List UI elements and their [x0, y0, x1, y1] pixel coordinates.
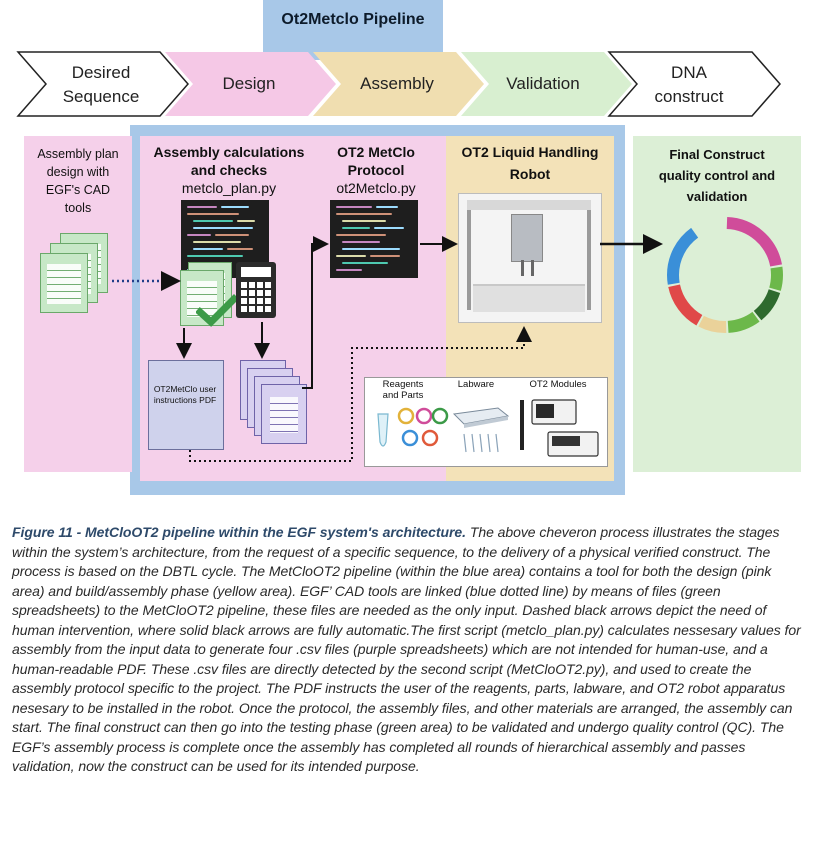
- robot-title-1: OT2 Liquid Handling: [461, 144, 599, 160]
- protocol-title-2: Protocol: [347, 162, 405, 178]
- ot2metclo-code-image: [330, 200, 418, 278]
- input-spreadsheet-icon: [40, 253, 88, 313]
- flow-arrows: [112, 234, 663, 462]
- chevron-label-design: Design: [222, 74, 276, 93]
- chevron-dna-construct: [607, 51, 781, 117]
- materials-reagents-label-2: and Parts: [382, 390, 424, 401]
- chevron-validation: [461, 52, 632, 116]
- final-label-1: Final Construct: [669, 147, 765, 162]
- pdf-label-1: OT2MetClo user: [153, 384, 217, 394]
- chevron-design: [165, 52, 336, 116]
- materials-reagents-label-1: Reagents: [382, 379, 424, 390]
- calculator-icon: [236, 262, 276, 318]
- csv-to-protocol-arrow: [302, 236, 329, 389]
- calc-title-2: and checks: [190, 162, 268, 178]
- chevron-label-dna-2: construct: [654, 87, 724, 106]
- caption-title: Figure 11 - MetCloOT2 pipeline within th…: [12, 524, 466, 540]
- final-label-2: quality control and: [658, 168, 776, 183]
- protocol-filename: ot2Metclo.py: [336, 180, 416, 196]
- calc-title-1: Assembly calculations: [153, 144, 305, 160]
- chevron-desired-sequence: [16, 51, 189, 117]
- protocol-title-1: OT2 MetClo: [337, 144, 415, 160]
- instructions-pdf-document: [148, 360, 224, 450]
- labware-icons: [452, 407, 510, 453]
- pipeline-title: Ot2Metclo Pipeline: [263, 0, 443, 40]
- ot2-modules-icons: [520, 399, 599, 457]
- materials-modules-label: OT2 Modules: [529, 379, 587, 390]
- cad-label-2: design with: [46, 165, 110, 179]
- robot-title-2: Robot: [509, 166, 551, 182]
- final-label-3: validation: [686, 189, 748, 204]
- cad-label-1: Assembly plan: [37, 147, 119, 161]
- chevron-label-desired-1: Desired: [71, 63, 131, 82]
- chevron-label-assembly: Assembly: [360, 74, 434, 93]
- chevron-process: [16, 51, 781, 117]
- caption-body: The above cheveron process illustrates t…: [12, 524, 801, 774]
- figure-caption: Figure 11 - MetCloOT2 pipeline within th…: [12, 523, 807, 777]
- chevron-label-dna-1: DNA: [671, 63, 707, 82]
- reagents-parts-icons: [377, 407, 449, 447]
- chevron-assembly: [313, 52, 484, 116]
- chevron-label-desired-2: Sequence: [62, 87, 140, 106]
- ot2-robot-image: [458, 193, 602, 323]
- calc-filename: metclo_plan.py: [181, 180, 277, 196]
- pdf-label-2: instructions PDF: [153, 395, 217, 405]
- cad-label-3: EGF's CAD: [45, 183, 111, 197]
- csv-spreadsheet-icon: [261, 384, 307, 444]
- check-mark-icon: [196, 294, 238, 327]
- chevron-label-validation: Validation: [506, 74, 580, 93]
- pdf-to-materials-dashed-arrow: [189, 326, 532, 462]
- cad-label-4: tools: [64, 201, 92, 215]
- materials-labware-label: Labware: [457, 379, 495, 390]
- plasmid-construct-ring: [667, 217, 783, 333]
